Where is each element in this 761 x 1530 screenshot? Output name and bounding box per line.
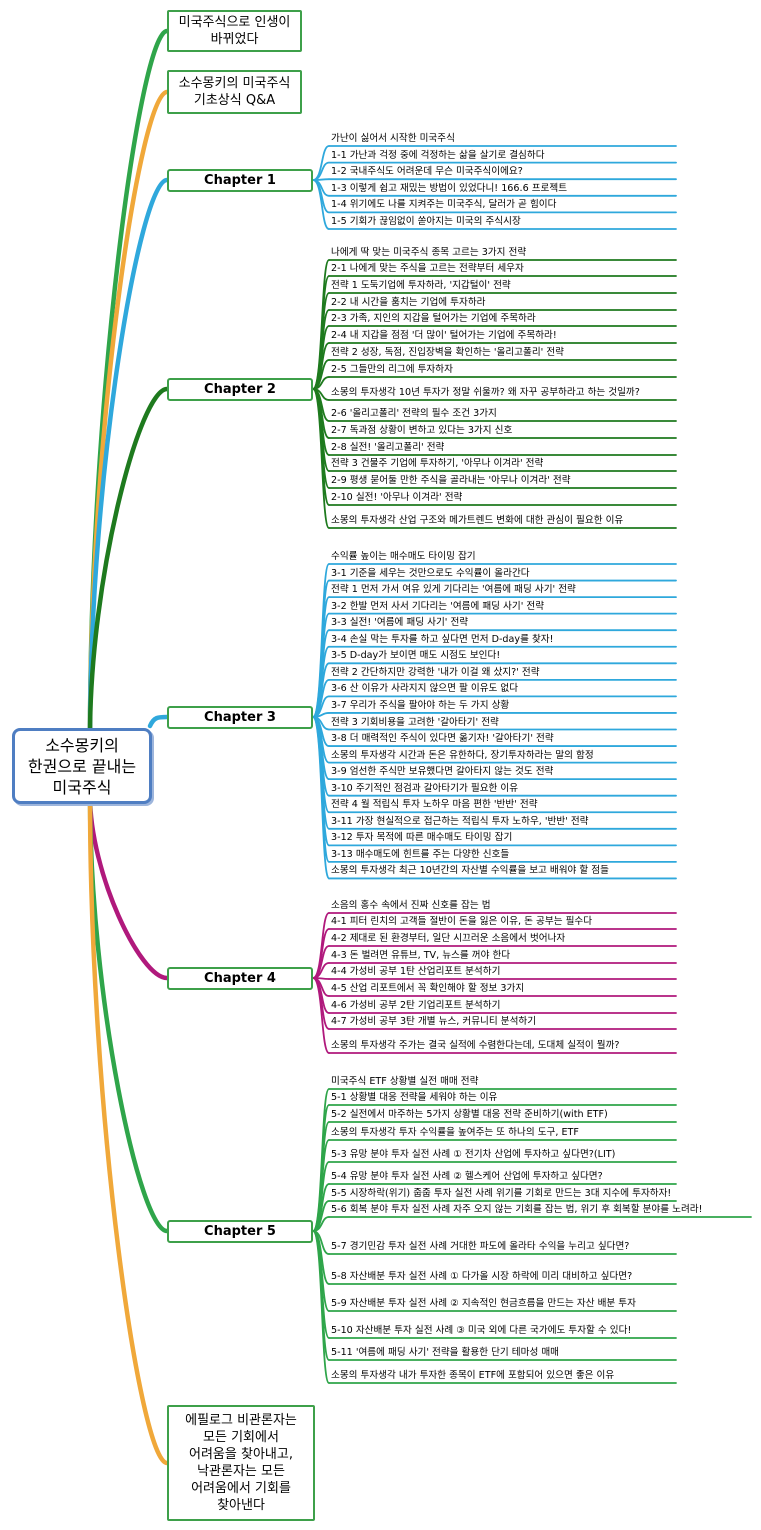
leaf-ch3-19[interactable]: 소몽의 투자생각 최근 10년간의 자산별 수익률을 보고 배워야 할 점들 (331, 865, 609, 877)
branch-ch1 (87, 177, 170, 739)
leaf-ch1-4[interactable]: 1-4 위기에도 나를 지켜주는 미국주식, 달러가 곧 힘이다 (331, 199, 557, 211)
leaf-connector (312, 977, 330, 1054)
leaf-ch3-16[interactable]: 3-11 가장 현실적으로 접근하는 적립식 투자 노하우, '반반' 전략 (331, 815, 589, 827)
leaf-ch2-0[interactable]: 나에게 딱 맞는 미국주식 종목 고르는 3가지 전략 (331, 247, 527, 258)
leaf-ch2-8[interactable]: 소몽의 투자생각 10년 투자가 정말 쉬울까? 왜 자꾸 공부하라고 하는 것… (331, 387, 640, 398)
leaf-ch1-1[interactable]: 1-1 가난과 걱정 중에 걱정하는 삶을 살기로 결심하다 (331, 149, 545, 161)
leaf-ch3-13[interactable]: 3-9 엄선한 주식만 보유했다면 갈아타지 않는 것도 전략 (331, 766, 554, 778)
leaf-ch5-12[interactable]: 5-11 '여름에 패딩 사기' 전략을 활용한 단기 테마성 매매 (331, 1347, 559, 1358)
branch-epilogue (87, 793, 170, 1466)
branch-intro (87, 28, 170, 739)
leaf-ch5-10[interactable]: 5-9 자산배분 투자 실전 사례 ② 지속적인 현금흐름을 만드는 자산 배분… (331, 1298, 636, 1309)
topic-qa[interactable]: 소수몽키의 미국주식 기초상식 Q&A (167, 70, 302, 114)
leaf-ch2-10[interactable]: 2-7 독과점 상황이 변하고 있다는 3가지 신호 (331, 425, 513, 436)
leaf-connector (312, 388, 330, 529)
leaf-ch3-3[interactable]: 3-2 한발 먼저 사서 기다리는 '여름에 패딩 사기' 전략 (331, 600, 545, 612)
leaf-ch2-9[interactable]: 2-6 '올리고폴리' 전략의 필수 조건 3가지 (331, 408, 497, 419)
leaf-ch1-2[interactable]: 1-2 국내주식도 어려운데 무슨 미국주식이에요? (331, 166, 523, 178)
leaf-ch2-15[interactable]: 소몽의 투자생각 산업 구조와 메가트렌드 변화에 대한 관심이 필요한 이유 (331, 515, 624, 526)
topic-intro[interactable]: 미국주식으로 인생이 바뀌었다 (167, 10, 302, 52)
leaf-ch3-15[interactable]: 전략 4 월 적립식 투자 노하우 마음 편한 '반반' 전략 (331, 799, 538, 811)
leaf-ch5-3[interactable]: 소몽의 투자생각 투자 수익률을 높여주는 또 하나의 도구, ETF (331, 1127, 579, 1138)
topic-epilogue[interactable]: 에필로그 비관론자는 모든 기회에서 어려움을 찾아내고, 낙관론자는 모든 어… (167, 1405, 315, 1521)
leaf-ch2-3[interactable]: 2-2 내 시간을 훔치는 기업에 투자하라 (331, 297, 486, 308)
leaf-ch5-4[interactable]: 5-3 유망 분야 투자 실전 사례 ① 전기차 산업에 투자하고 싶다면?(L… (331, 1149, 616, 1160)
branch-ch3 (147, 714, 170, 729)
leaf-ch2-12[interactable]: 전략 3 건물주 기업에 투자하기, '아무나 이겨라' 전략 (331, 458, 544, 469)
leaf-ch3-11[interactable]: 3-8 더 매력적인 주식이 있다면 옮기자! '갈아타기' 전략 (331, 733, 554, 745)
leaf-ch3-7[interactable]: 전략 2 간단하지만 강력한 '내가 이걸 왜 샀지?' 전략 (331, 666, 540, 678)
leaf-ch5-0[interactable]: 미국주식 ETF 상황별 실전 매매 전략 (331, 1076, 479, 1087)
leaf-ch2-2[interactable]: 전략 1 도둑기업에 투자하라, '지갑털이' 전략 (331, 280, 511, 291)
leaf-ch1-3[interactable]: 1-3 이렇게 쉽고 재밌는 방법이 있었다니! 166.6 프로젝트 (331, 182, 568, 194)
leaf-ch4-3[interactable]: 4-3 돈 벌려면 유튜브, TV, 뉴스를 꺼야 한다 (331, 950, 511, 961)
leaf-ch3-6[interactable]: 3-5 D-day가 보이면 매도 시점도 보인다! (331, 650, 501, 662)
leaf-ch3-14[interactable]: 3-10 주기적인 점검과 갈아타기가 필요한 이유 (331, 782, 519, 794)
leaf-ch4-0[interactable]: 소음의 홍수 속에서 진짜 신호를 잡는 법 (331, 900, 491, 911)
leaf-ch5-1[interactable]: 5-1 상황별 대응 전략을 세워야 하는 이유 (331, 1092, 498, 1103)
leaf-ch5-5[interactable]: 5-4 유망 분야 투자 실전 사례 ② 헬스케어 산업에 투자하고 싶다면? (331, 1171, 603, 1182)
leaf-ch2-6[interactable]: 전략 2 성장, 독점, 진입장벽을 확인하는 '올리고폴리' 전략 (331, 347, 565, 358)
leaf-ch3-10[interactable]: 전략 3 기회비용을 고려한 '갈아타기' 전략 (331, 716, 499, 728)
leaf-ch3-5[interactable]: 3-4 손실 막는 투자를 하고 싶다면 먼저 D-day를 찾자! (331, 633, 554, 645)
leaf-ch3-17[interactable]: 3-12 투자 목적에 따른 매수매도 타이밍 잡기 (331, 832, 513, 844)
leaf-ch3-18[interactable]: 3-13 매수매도에 힌트를 주는 다양한 신호들 (331, 848, 510, 860)
topic-chapter-3[interactable]: Chapter 3 (167, 706, 313, 729)
branch-ch2 (87, 386, 170, 739)
leaf-ch4-8[interactable]: 소몽의 투자생각 주가는 결국 실적에 수렴한다는데, 도대체 실적이 뭘까? (331, 1040, 620, 1051)
topic-chapter-2[interactable]: Chapter 2 (167, 378, 313, 401)
leaf-connector (312, 179, 330, 230)
leaf-ch4-1[interactable]: 4-1 피터 린치의 고객들 절반이 돈을 잃은 이유, 돈 공부는 필수다 (331, 916, 593, 927)
leaf-ch3-0[interactable]: 수익률 높이는 매수매도 타이밍 잡기 (331, 551, 476, 562)
leaf-ch4-5[interactable]: 4-5 산업 리포트에서 꼭 확인해야 할 정보 3가지 (331, 983, 525, 994)
leaf-ch3-1[interactable]: 3-1 기준을 세우는 것만으로도 수익률이 올라간다 (331, 567, 530, 579)
leaf-ch3-9[interactable]: 3-7 우리가 주식을 팔아야 하는 두 가지 상황 (331, 699, 510, 711)
leaf-ch3-2[interactable]: 전략 1 먼저 가서 여유 있게 기다리는 '여름에 패딩 사기' 전략 (331, 584, 576, 596)
topic-chapter-4[interactable]: Chapter 4 (167, 967, 313, 990)
leaf-ch2-1[interactable]: 2-1 나에게 맞는 주식을 고르는 전략부터 세우자 (331, 263, 524, 274)
leaf-ch5-11[interactable]: 5-10 자산배분 투자 실전 사례 ③ 미국 외에 다른 국가에도 투자할 수… (331, 1325, 632, 1336)
leaf-ch3-8[interactable]: 3-6 산 이유가 사라지지 않으면 팔 이유도 없다 (331, 683, 519, 695)
leaf-connector (312, 1230, 330, 1384)
leaf-ch2-11[interactable]: 2-8 실전! '올리고폴리' 전략 (331, 442, 445, 453)
leaf-ch5-13[interactable]: 소몽의 투자생각 내가 투자한 종목이 ETF에 포함되어 있으면 좋은 이유 (331, 1370, 615, 1381)
leaf-ch3-12[interactable]: 소몽의 투자생각 시간과 돈은 유한하다, 장기투자하라는 말의 함정 (331, 749, 594, 761)
leaf-ch1-0[interactable]: 가난이 싫어서 시작한 미국주식 (331, 133, 455, 144)
leaf-ch5-8[interactable]: 5-7 경기민감 투자 실전 사례 거대한 파도에 올라타 수익을 누리고 싶다… (331, 1241, 630, 1252)
topic-chapter-5[interactable]: Chapter 5 (167, 1220, 313, 1243)
leaf-ch2-7[interactable]: 2-5 그들만의 리그에 투자하자 (331, 364, 453, 375)
leaf-ch2-13[interactable]: 2-9 평생 묻어둘 만한 주식을 골라내는 '아무나 이겨라' 전략 (331, 475, 571, 486)
leaf-ch4-2[interactable]: 4-2 제대로 된 환경부터, 일단 시끄러운 소음에서 벗어나자 (331, 933, 566, 944)
leaf-ch2-4[interactable]: 2-3 가족, 지인의 지갑을 털어가는 기업에 주목하라 (331, 313, 536, 324)
leaf-ch2-5[interactable]: 2-4 내 지갑을 점점 '더 많이' 털어가는 기업에 주목하라! (331, 330, 557, 341)
leaf-ch4-6[interactable]: 4-6 가성비 공부 2탄 기업리포트 분석하기 (331, 1000, 501, 1011)
leaf-ch2-14[interactable]: 2-10 실전! '아무나 이겨라' 전략 (331, 492, 463, 503)
root-topic[interactable]: 소수몽키의 한권으로 끝내는 미국주식 (12, 728, 152, 804)
branch-ch4 (87, 793, 170, 981)
leaf-ch5-2[interactable]: 5-2 실전에서 마주하는 5가지 상황별 대응 전략 준비하기(with ET… (331, 1109, 608, 1120)
leaf-ch4-7[interactable]: 4-7 가성비 공부 3탄 개별 뉴스, 커뮤니티 분석하기 (331, 1016, 537, 1027)
topic-chapter-1[interactable]: Chapter 1 (167, 169, 313, 192)
leaf-ch1-5[interactable]: 1-5 기회가 끊임없이 쏟아지는 미국의 주식시장 (331, 216, 521, 227)
leaf-connector (312, 716, 330, 880)
leaf-ch5-9[interactable]: 5-8 자산배분 투자 실전 사례 ① 다가올 시장 하락에 미리 대비하고 싶… (331, 1271, 633, 1282)
leaf-ch4-4[interactable]: 4-4 가성비 공부 1탄 산업리포트 분석하기 (331, 966, 501, 977)
leaf-ch3-4[interactable]: 3-3 실전! '여름에 패딩 사기' 전략 (331, 617, 469, 629)
leaf-ch5-7[interactable]: 5-6 회복 분야 투자 실전 사례 자주 오지 않는 기회를 잡는 법, 위기… (331, 1204, 703, 1215)
leaf-ch5-6[interactable]: 5-5 시장하락(위기) 줍줍 투자 실전 사례 위기를 기회로 만드는 3대 … (331, 1188, 672, 1199)
